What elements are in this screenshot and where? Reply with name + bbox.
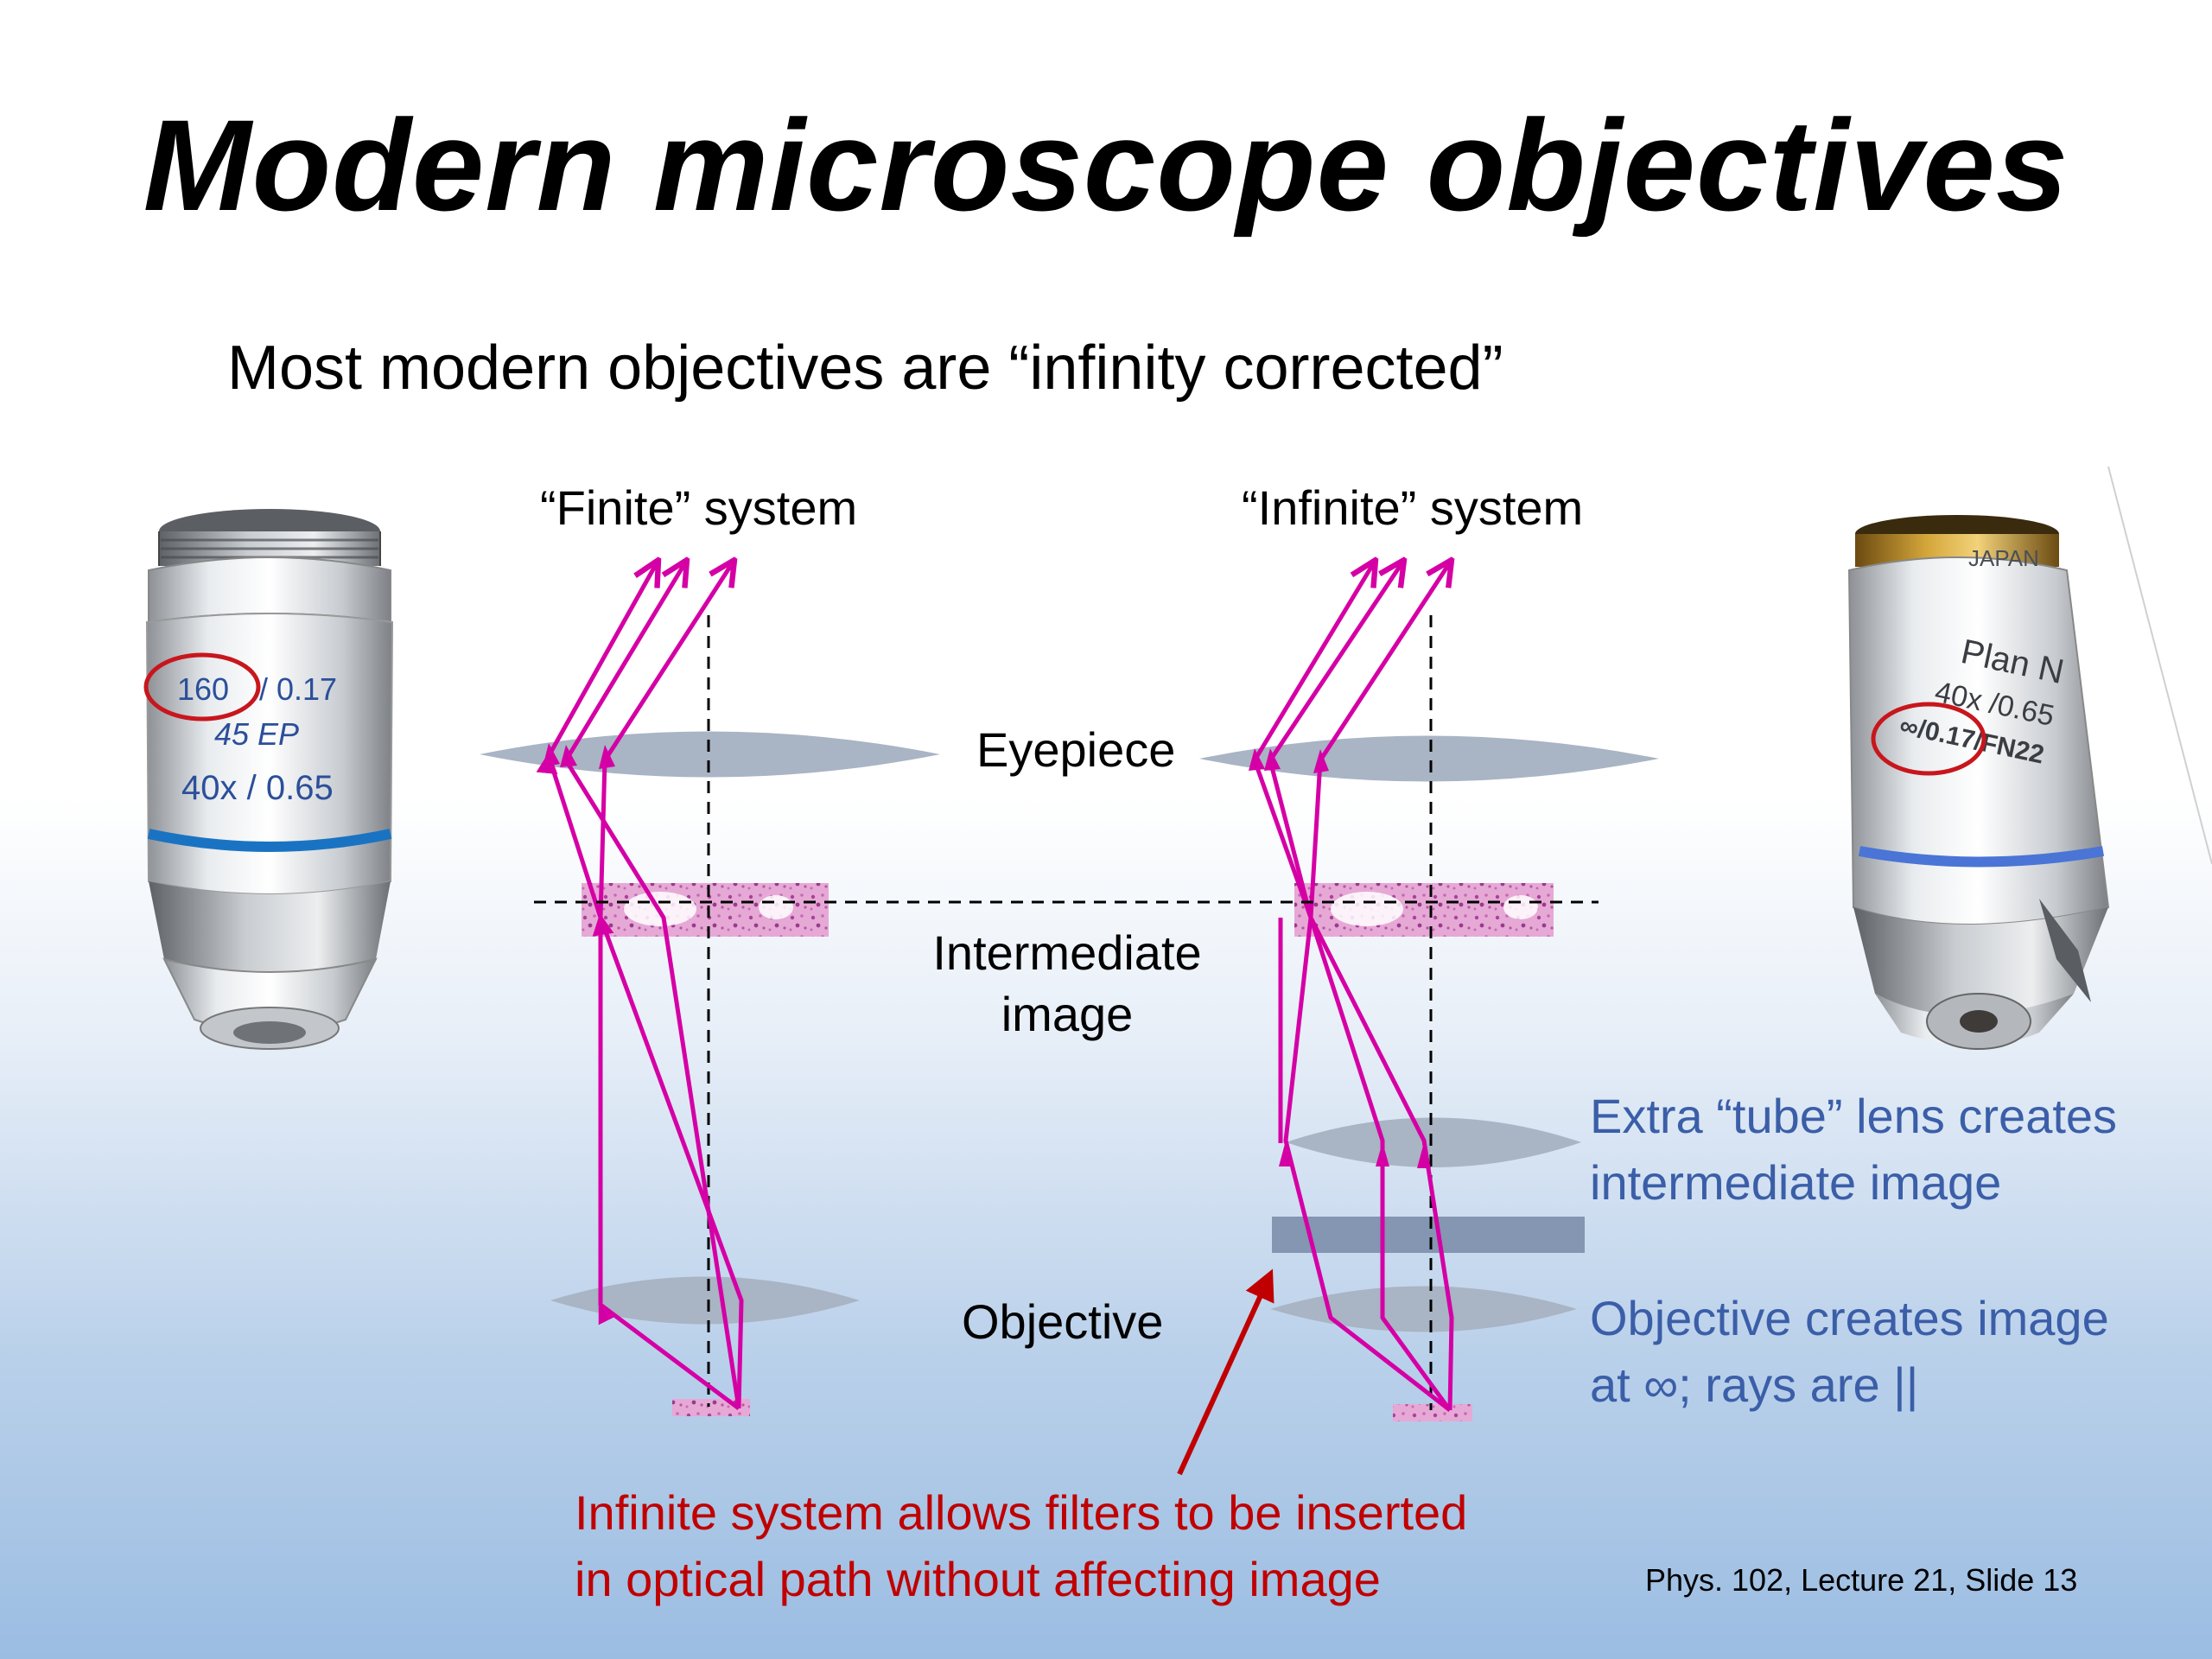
left-objective-coverslip: / 0.17 [259,671,337,707]
eyepiece-label: Eyepiece [976,721,1175,778]
infinite-specimen [1393,1404,1472,1421]
right-objective-origin: JAPAN [1968,545,2039,571]
infinite-objective-photo: JAPAN Plan N 40x /0.65 ∞/0.17/FN22 [1849,515,2108,1049]
left-objective-model: 45 EP [214,716,299,752]
decorative-line [2108,467,2212,864]
finite-system-diagram [480,560,940,1416]
left-objective-mag: 40x / 0.65 [181,769,334,807]
finite-objective-photo: 160 / 0.17 45 EP 40x / 0.65 [146,509,392,1049]
tube-lens-note: Extra “tube” lens creates intermediate i… [1590,1083,2117,1216]
filter-pointer-arrow [1179,1274,1270,1474]
slide-footer: Phys. 102, Lecture 21, Slide 13 [1645,1562,2077,1599]
finite-objective-lens [550,1277,860,1325]
objective-infinity-note: Objective creates image at ∞; rays are |… [1590,1285,2109,1418]
finite-system-label: “Finite” system [540,480,857,536]
objective-label: Objective [962,1294,1163,1350]
filter-plate [1272,1217,1585,1253]
tube-lens [1286,1118,1581,1168]
filters-note: Infinite system allows filters to be ins… [575,1479,1467,1612]
intermediate-image-label: Intermediate image [899,925,1236,1042]
infinite-system-label: “Infinite” system [1242,480,1583,536]
left-objective-tube-length: 160 [177,671,229,707]
infinite-objective-lens [1270,1287,1577,1332]
